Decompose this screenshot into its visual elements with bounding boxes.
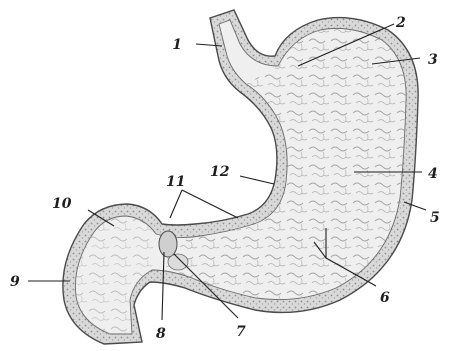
leader-line-11a <box>170 190 182 218</box>
label-4: 4 <box>428 166 438 182</box>
label-2: 2 <box>395 15 406 31</box>
label-8: 8 <box>156 326 166 342</box>
label-1: 1 <box>172 37 182 53</box>
label-5: 5 <box>430 210 440 226</box>
label-10: 10 <box>52 196 72 212</box>
label-9: 9 <box>10 274 20 290</box>
label-3: 3 <box>428 52 438 68</box>
label-12: 12 <box>210 164 230 180</box>
leader-line-11b <box>182 190 238 218</box>
label-7: 7 <box>236 324 246 340</box>
label-6: 6 <box>380 290 390 306</box>
pyloric-canal-fold <box>168 254 188 270</box>
label-11: 11 <box>166 174 185 190</box>
leader-line-12 <box>240 176 274 184</box>
pyloric-sphincter <box>159 231 177 257</box>
